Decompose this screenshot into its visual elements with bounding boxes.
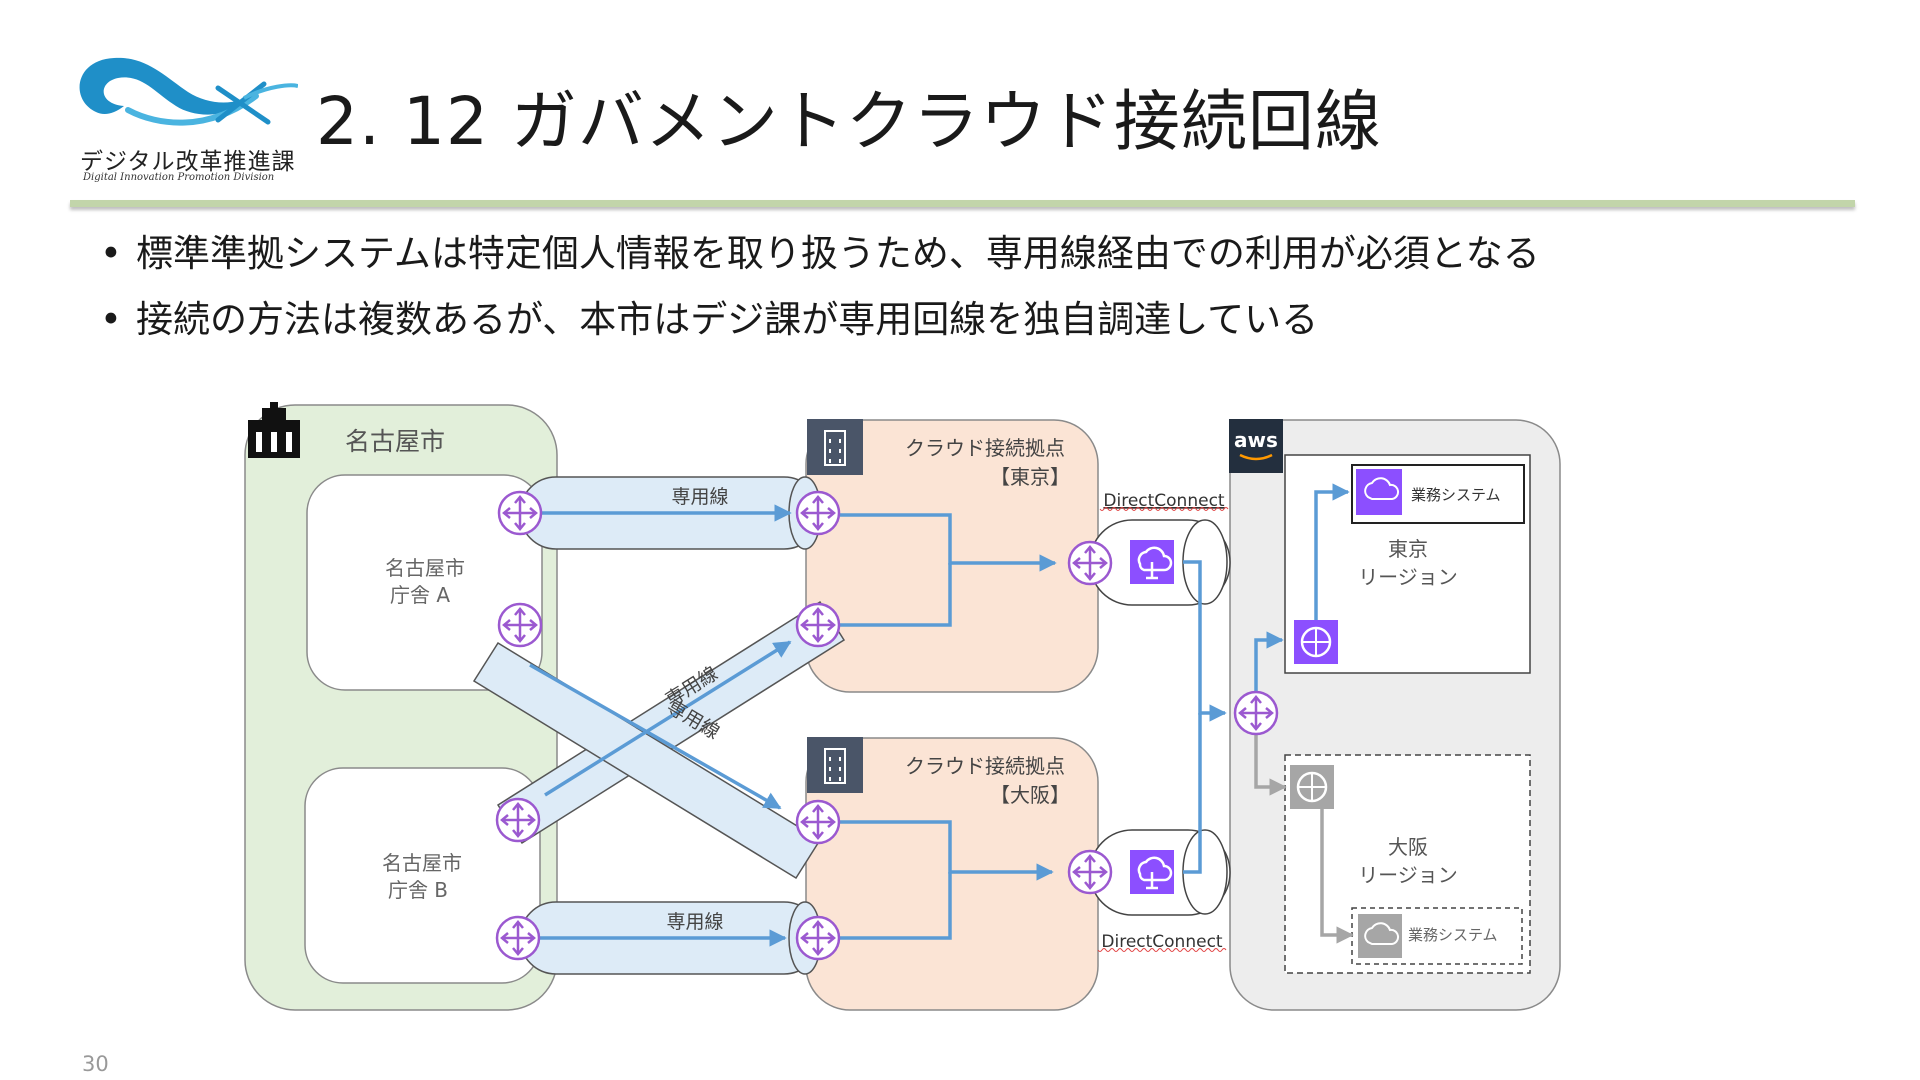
- router-icon: [1067, 540, 1113, 586]
- tokyo-system-label: 業務システム: [1411, 486, 1501, 504]
- osaka-hub-label: 【大阪】: [990, 783, 1070, 807]
- router-icon: [795, 602, 841, 648]
- bullet-item: 接続の方法は複数あるが、本市はデジ課が専用回線を独自調達している: [100, 298, 1540, 342]
- bullet-list: 標準準拠システムは特定個人情報を取り扱うため、専用線経由での利用が必須となる 接…: [100, 232, 1540, 364]
- city-hall-icon: [248, 402, 300, 458]
- tokyo-hub-label: 【東京】: [990, 465, 1070, 489]
- direct-connect-tokyo-label: DirectConnect: [1103, 491, 1225, 511]
- logo-subtext: Digital Innovation Promotion Division: [83, 172, 275, 183]
- router-icon: [795, 490, 841, 536]
- osaka-hub-building-icon: [807, 737, 863, 793]
- dedicated-line-bottom-label: 専用線: [666, 911, 723, 933]
- tokyo-region-label: リージョン: [1358, 565, 1458, 589]
- dedicated-line-top-label: 専用線: [671, 486, 728, 508]
- osaka-region-name: 大阪: [1388, 835, 1428, 859]
- transit-router-icon: [1233, 690, 1279, 736]
- dedicated-line-cross-down-pipe: [472, 641, 822, 880]
- title-divider: [70, 200, 1855, 207]
- aws-logo: [1229, 419, 1283, 473]
- router-icon: [795, 799, 841, 845]
- tokyo-hub-name: クラウド接続拠点: [905, 436, 1065, 460]
- page-title: 2. 12 ガバメントクラウド接続回線: [316, 83, 1382, 160]
- tokyo-system-icon: [1356, 469, 1402, 515]
- osaka-system-label: 業務システム: [1408, 926, 1498, 944]
- logo-text: デジタル改革推進課: [80, 149, 296, 175]
- aws-logo-text: aws: [1234, 428, 1278, 452]
- building-b-label: 庁舎 B: [388, 878, 448, 902]
- division-logo: [79, 57, 298, 126]
- page-number: 30: [82, 1052, 109, 1076]
- bullet-item: 標準準拠システムは特定個人情報を取り扱うため、専用線経由での利用が必須となる: [100, 232, 1540, 276]
- tokyo-hub-building-icon: [807, 419, 863, 475]
- direct-connect-icon: [1128, 848, 1176, 896]
- direct-connect-osaka-label: DirectConnect: [1101, 932, 1223, 952]
- building-a-label: 庁舎 A: [390, 583, 450, 607]
- router-icon: [495, 915, 541, 961]
- building-b-box: [304, 767, 541, 984]
- osaka-hub-name: クラウド接続拠点: [905, 754, 1065, 778]
- router-icon: [795, 915, 841, 961]
- building-a-name: 名古屋市: [385, 556, 465, 580]
- nagoya-city-label: 名古屋市: [345, 427, 445, 456]
- direct-connect-icon: [1128, 538, 1176, 586]
- router-icon: [497, 490, 543, 536]
- router-icon: [497, 602, 543, 648]
- router-icon: [1067, 849, 1113, 895]
- building-a-box: [306, 474, 543, 691]
- router-icon: [495, 797, 541, 843]
- tokyo-region-name: 東京: [1388, 537, 1428, 561]
- osaka-region-label: リージョン: [1358, 863, 1458, 887]
- building-b-name: 名古屋市: [382, 851, 462, 875]
